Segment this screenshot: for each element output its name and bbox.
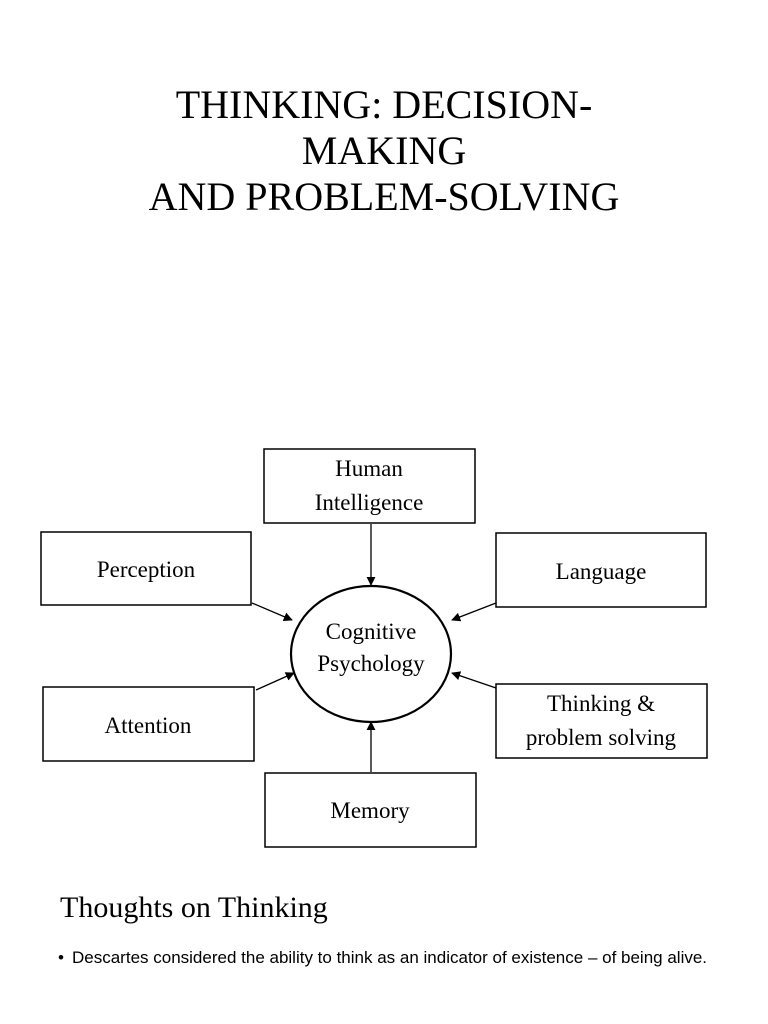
arrow-attention xyxy=(255,672,295,691)
node-thinking-line-2: problem solving xyxy=(526,725,677,750)
node-thinking-problem-solving: Thinking & problem solving xyxy=(495,683,708,759)
arrow-language xyxy=(451,602,497,622)
node-attention-label: Attention xyxy=(105,713,192,738)
node-memory: Memory xyxy=(264,772,477,848)
section-heading: Thoughts on Thinking xyxy=(60,891,328,924)
title-line-3: AND PROBLEM-SOLVING xyxy=(148,174,620,219)
slide-title: THINKING: DECISION- MAKING AND PROBLEM-S… xyxy=(0,82,768,220)
node-attention: Attention xyxy=(42,686,255,762)
node-human-intelligence: Human Intelligence xyxy=(263,448,476,524)
title-line-2: MAKING xyxy=(301,128,467,173)
center-label-line-2: Psychology xyxy=(317,651,425,676)
arrow-thinking xyxy=(451,671,497,689)
node-human-intelligence-line-2: Intelligence xyxy=(315,490,424,515)
node-thinking-line-1: Thinking & xyxy=(547,691,655,716)
node-language: Language xyxy=(495,532,707,608)
bullet-text: Descartes considered the ability to thin… xyxy=(72,948,708,967)
cognitive-psychology-diagram: Cognitive Psychology Human Intelligence … xyxy=(40,448,708,848)
center-circle xyxy=(289,584,453,724)
bullet-list: • Descartes considered the ability to th… xyxy=(58,946,718,970)
bullet-dot: • xyxy=(58,948,64,967)
node-language-label: Language xyxy=(556,559,647,584)
list-item: • Descartes considered the ability to th… xyxy=(58,946,718,970)
node-memory-label: Memory xyxy=(330,798,410,823)
arrow-perception xyxy=(251,602,293,621)
node-perception: Perception xyxy=(40,531,252,606)
title-line-1: THINKING: DECISION- xyxy=(175,82,593,127)
center-label-line-1: Cognitive xyxy=(326,619,417,644)
node-perception-label: Perception xyxy=(97,557,196,582)
node-human-intelligence-line-1: Human xyxy=(335,456,403,481)
